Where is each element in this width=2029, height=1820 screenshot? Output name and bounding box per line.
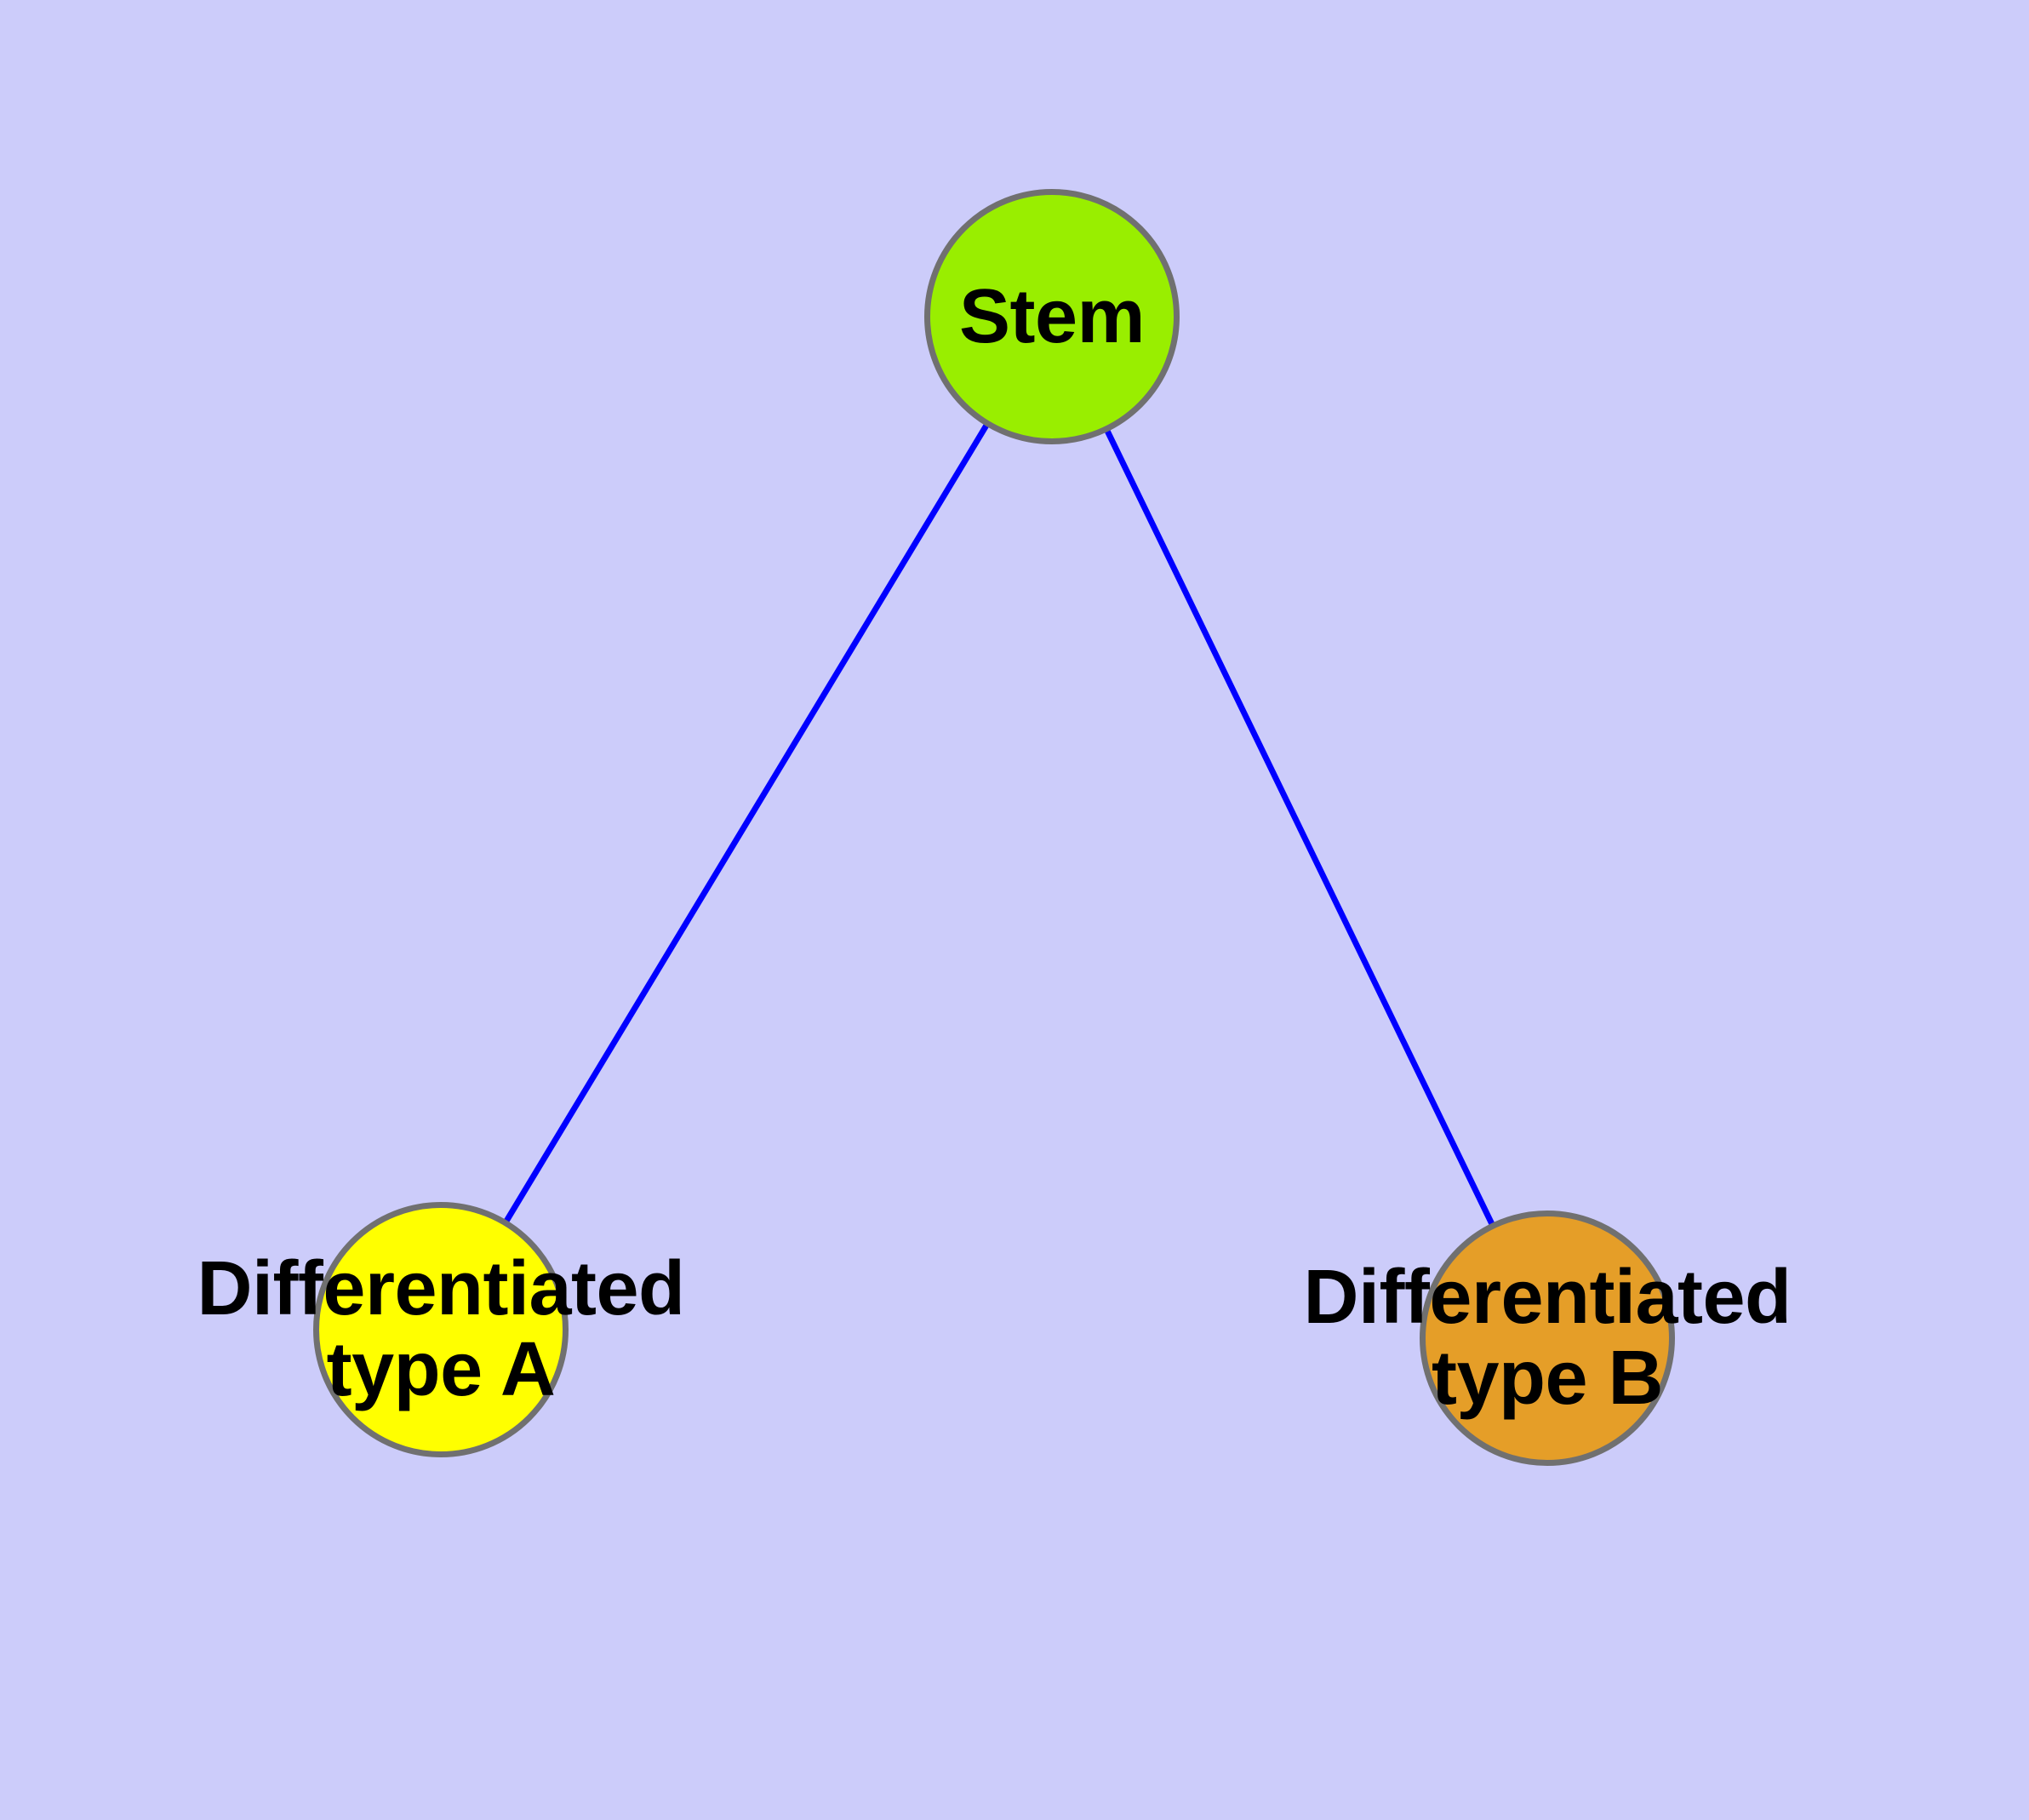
edge-stem-to-differentiated-type-b xyxy=(1104,428,1495,1227)
node-differentiated-type-a[interactable] xyxy=(313,1202,569,1457)
node-stem[interactable] xyxy=(924,189,1180,444)
node-differentiated-type-b[interactable] xyxy=(1420,1210,1675,1466)
edge-stem-to-differentiated-type-a xyxy=(503,422,990,1224)
